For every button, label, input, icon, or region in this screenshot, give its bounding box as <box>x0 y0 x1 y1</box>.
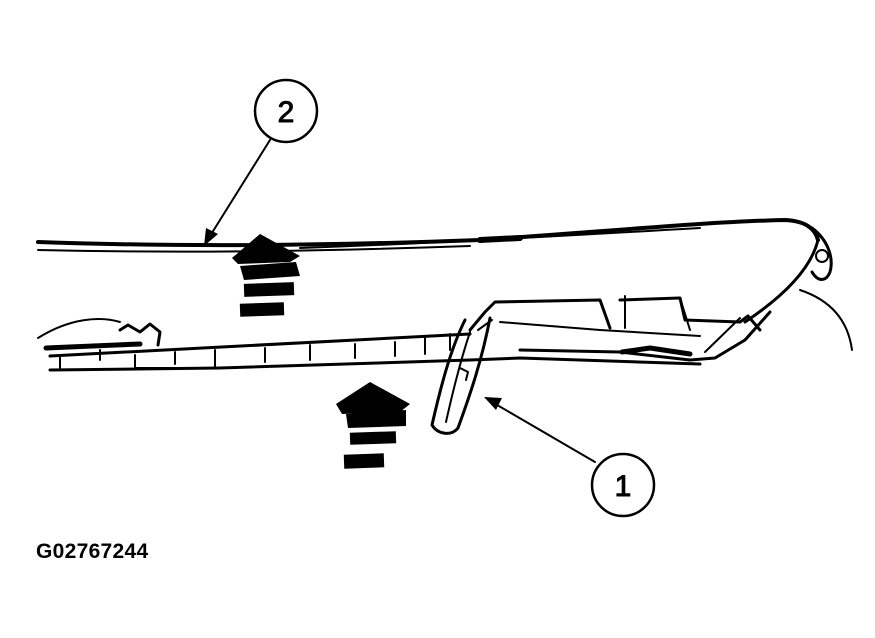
callout-1-label: 1 <box>615 470 632 503</box>
callout-1: 1 <box>590 452 656 518</box>
figure-id: G02767244 <box>36 540 149 563</box>
leader-line-1 <box>484 397 596 463</box>
retaining-clip <box>430 316 493 435</box>
upward-arrow-lower <box>336 382 410 469</box>
leader-line-2 <box>204 139 271 246</box>
upward-arrow-upper <box>232 234 300 317</box>
callout-2-label: 2 <box>278 96 295 129</box>
base-rail <box>37 295 772 372</box>
callout-2: 2 <box>253 78 319 144</box>
trim-cover-panel <box>36 218 853 351</box>
